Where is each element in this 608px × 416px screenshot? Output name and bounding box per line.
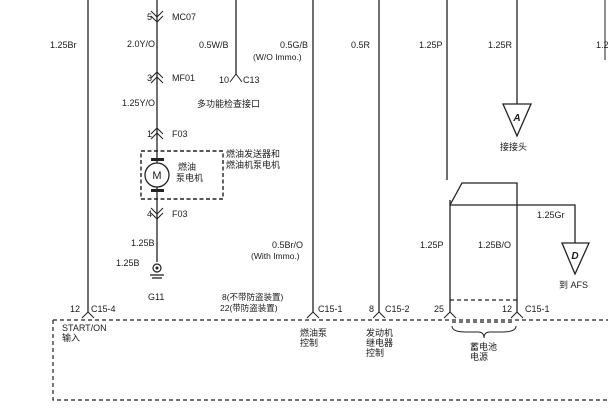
svg-text:12: 12 xyxy=(70,304,80,314)
svg-text:8: 8 xyxy=(369,304,374,314)
svg-text:C13: C13 xyxy=(243,75,260,85)
wire-label-w8: 1.25B/O xyxy=(478,240,511,250)
ecu-start-on-label: START/ON 输入 xyxy=(62,323,109,343)
ecu-battery-label: 蓄电池 电源 xyxy=(470,341,500,362)
start-on-line2: 输入 xyxy=(62,332,80,343)
wire-label-w1: 1.25Br xyxy=(50,40,77,50)
ref-d-label: 到 AFS xyxy=(559,279,588,290)
connector-f03-upper: 1 F03 xyxy=(147,127,188,140)
svg-text:4: 4 xyxy=(147,209,152,219)
svg-text:C15-1: C15-1 xyxy=(525,304,550,314)
fuel-pump-line1: 燃油泵 xyxy=(300,327,327,338)
connector-mf01: 3 MF01 xyxy=(147,71,195,84)
motor-label-line1: 燃油 xyxy=(178,161,196,172)
svg-text:5: 5 xyxy=(147,12,152,22)
svg-text:22(带防盗装置): 22(带防盗装置) xyxy=(220,303,278,313)
wire-label-w3: 0.5W/B xyxy=(199,40,229,50)
connector-f03-lower: 4 F03 xyxy=(147,207,188,220)
wire-label-w4a: 0.5G/B xyxy=(280,40,308,50)
svg-text:M: M xyxy=(152,170,161,182)
ground-g11-icon xyxy=(150,263,164,279)
battery-line2: 电源 xyxy=(470,351,488,362)
svg-text:10: 10 xyxy=(219,75,229,85)
motor-label: 燃油 泵电机 xyxy=(176,161,203,183)
svg-text:多功能检查接口: 多功能检查接口 xyxy=(197,98,260,109)
fuel-pump-motor-box xyxy=(140,150,224,200)
connector-c15-1-left: 8(不带防盗装置) 22(带防盗装置) C15-1 xyxy=(220,292,343,319)
wire-label-w7: 1.25R xyxy=(488,40,513,50)
connector-c15-4: 12 C15-4 xyxy=(70,304,116,319)
wire-black-orange xyxy=(449,182,518,312)
wire-label-w6b: 1.25P xyxy=(420,240,444,250)
battery-brace xyxy=(451,325,517,339)
svg-text:F03: F03 xyxy=(172,129,188,139)
svg-text:12: 12 xyxy=(502,304,512,314)
svg-text:25: 25 xyxy=(434,304,444,314)
relay-line3: 控制 xyxy=(366,347,384,358)
wire-label-w2b: 1.25Y/O xyxy=(122,98,155,108)
connector-c15-2: 8 C15-2 xyxy=(369,304,410,319)
wire-label-w4a-note: (W/O Immo.) xyxy=(253,52,302,62)
wire-label-w2a: 2.0Y/O xyxy=(127,39,155,49)
svg-text:A: A xyxy=(512,113,520,124)
battery-line1: 蓄电池 xyxy=(470,341,497,352)
connector-c13: 10 C13 多功能检查接口 xyxy=(197,73,260,109)
ref-d-icon: D xyxy=(561,242,591,276)
svg-text:MC07: MC07 xyxy=(172,12,196,22)
wire-label-w2c: 1.25B xyxy=(131,238,155,248)
svg-text:C15-1: C15-1 xyxy=(318,304,343,314)
svg-text:C15-2: C15-2 xyxy=(385,304,410,314)
wire-label-w2d: 1.25B xyxy=(116,258,140,268)
ecu-fuel-pump-label: 燃油泵 控制 xyxy=(300,327,330,348)
ground-label: G11 xyxy=(148,292,164,302)
wire-gray xyxy=(450,204,576,243)
motor-label-line2: 泵电机 xyxy=(176,172,203,183)
assembly-line1: 燃油发送器和 xyxy=(226,148,280,159)
wire-label-w6a: 1.25P xyxy=(419,40,443,50)
wire-label-w10: 1.2 xyxy=(596,40,608,50)
connector-mc07: 5 MC07 xyxy=(147,10,196,23)
svg-text:3: 3 xyxy=(147,73,152,83)
ecu-relay-label: 发动机 继电器 控制 xyxy=(366,327,396,358)
fuel-sender-assembly-label: 燃油发送器和 燃油机泵电机 xyxy=(226,148,283,170)
fuel-pump-motor-icon: M xyxy=(144,158,170,192)
svg-text:C15-4: C15-4 xyxy=(91,304,116,314)
svg-text:8(不带防盗装置): 8(不带防盗装置) xyxy=(222,292,284,302)
svg-text:F03: F03 xyxy=(172,209,188,219)
svg-text:1: 1 xyxy=(147,129,152,139)
fuel-pump-line2: 控制 xyxy=(300,337,318,348)
relay-line1: 发动机 xyxy=(366,327,393,338)
wire-label-w4b-note: (With Immo.) xyxy=(251,251,300,261)
ref-a-icon: A xyxy=(502,103,532,138)
relay-line2: 继电器 xyxy=(366,337,393,348)
wire-label-w5: 0.5R xyxy=(351,40,371,50)
start-on-line1: START/ON xyxy=(62,323,107,333)
ecu-outline xyxy=(52,320,608,401)
wire-label-w9: 1.25Gr xyxy=(537,210,565,220)
svg-text:D: D xyxy=(571,251,578,262)
wire-label-w4b: 0.5Br/O xyxy=(272,240,303,250)
assembly-line2: 燃油机泵电机 xyxy=(226,159,280,170)
svg-text:MF01: MF01 xyxy=(172,73,195,83)
ref-a-label: 接接头 xyxy=(500,141,527,152)
connector-c15-1-right: 25 12 C15-1 xyxy=(434,304,550,319)
